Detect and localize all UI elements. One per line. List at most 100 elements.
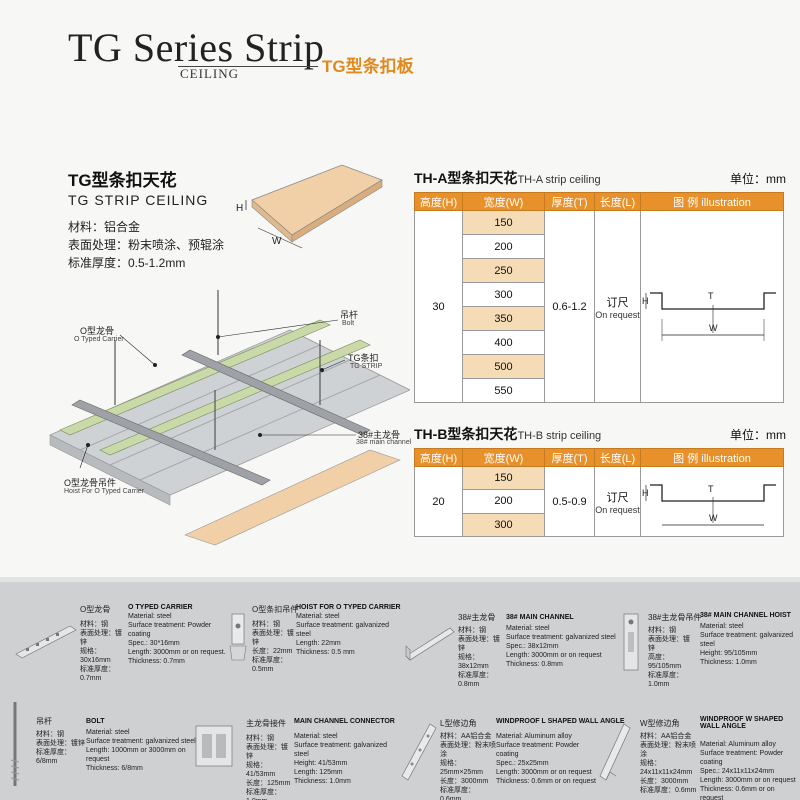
table-a-header: 图 例 illustration — [640, 192, 784, 211]
table-b-header: 宽度(W) — [462, 448, 545, 467]
table-a-header: 高度(H) — [414, 192, 463, 211]
table-b-title: TH-B型条扣天花TH-B strip ceiling — [414, 426, 602, 442]
bolt-spec-cn: 材料：钢表面处理：镀锌标准厚度：6/8mm — [36, 731, 85, 765]
table-a-thickness: 0.6-1.2 — [544, 210, 595, 403]
l-angle-image — [401, 723, 437, 781]
table-a-width: 200 — [462, 234, 545, 259]
label-carrier-en: O Typed Carrier — [74, 336, 124, 343]
table-b-width: 150 — [462, 465, 545, 491]
label-channel-en: 38# main channel — [356, 439, 412, 446]
intro-heading-en: TG STRIP CEILING — [68, 192, 209, 208]
svg-text:T: T — [708, 484, 714, 494]
svg-text:W: W — [709, 513, 718, 523]
svg-text:H: H — [642, 296, 649, 306]
l-angle-cn: L型修边角 — [440, 719, 477, 728]
w-angle-en: WINDPROOF W SHAPED WALL ANGLE — [700, 716, 784, 730]
table-b-thickness: 0.5-0.9 — [544, 466, 595, 537]
table-a-header: 厚度(T) — [544, 192, 595, 211]
o-carrier-image — [15, 625, 77, 659]
channel-hoist-en: 38# MAIN CHANNEL HOIST — [700, 612, 791, 619]
table-a-unit: 单位：mm — [730, 172, 786, 186]
o-hoist-image — [229, 613, 247, 661]
page-subtitle: CEILING — [180, 66, 239, 81]
table-b-header: 图 例 illustration — [640, 448, 784, 467]
components-panel — [0, 582, 800, 800]
table-a-height: 30 — [414, 210, 463, 403]
w-angle-image — [599, 723, 631, 781]
label-carrier-cn: O型龙骨 — [80, 326, 115, 336]
table-a-width: 350 — [462, 306, 545, 331]
table-b-illustration: H T W — [640, 466, 784, 537]
channel-hoist-cn: 38#主龙骨吊件 — [648, 613, 702, 622]
svg-text:W: W — [709, 323, 718, 333]
panel-dim-h: H — [236, 203, 244, 214]
table-a-width: 150 — [462, 210, 545, 235]
table-b-unit: 单位：mm — [730, 428, 786, 442]
table-a-width: 400 — [462, 330, 545, 355]
bolt-en: BOLT — [86, 718, 105, 725]
connector-cn: 主龙骨接件 — [246, 719, 286, 728]
table-a-width: 300 — [462, 282, 545, 307]
intro-material: 材料：铝合金 — [68, 220, 141, 234]
bolt-cn: 吊杆 — [36, 717, 52, 726]
intro-thickness: 标准厚度：0.5-1.2mm — [68, 256, 186, 270]
bottom-divider — [0, 577, 800, 583]
table-b: 高度(H) 宽度(W) 厚度(T) 长度(L) 图 例 illustration… — [414, 448, 784, 538]
label-bolt-en: Bolt — [342, 320, 355, 327]
th-b-profile-drawing: H T W — [642, 484, 776, 526]
o-hoist-cn: O型条扣吊件 — [252, 605, 299, 614]
main-channel-en: 38# MAIN CHANNEL — [506, 614, 574, 621]
label-channel-cn: 38#主龙骨 — [358, 430, 401, 440]
table-b-header: 长度(L) — [594, 448, 641, 467]
intro-surface: 表面处理：粉末喷涂、预辊涂 — [68, 238, 225, 252]
bolt-image — [10, 702, 20, 786]
svg-text:T: T — [708, 291, 714, 301]
w-angle-cn: W型修边角 — [640, 719, 680, 728]
table-b-height: 20 — [414, 466, 463, 537]
table-a-width: 500 — [462, 354, 545, 379]
table-b-width: 200 — [462, 489, 545, 514]
label-bolt-cn: 吊杆 — [340, 310, 359, 320]
table-a-width: 250 — [462, 258, 545, 283]
table-b-header: 高度(H) — [414, 448, 463, 467]
panel-dim-w: W — [272, 236, 282, 247]
l-angle-en: WINDPROOF L SHAPED WALL ANGLE — [496, 718, 625, 725]
label-hoist-en: Hoist For O Typed Carrier — [64, 488, 145, 495]
th-a-profile-drawing: H T W — [642, 291, 776, 341]
table-a-illustration: H T W — [640, 210, 784, 403]
table-a-header: 长度(L) — [594, 192, 641, 211]
label-hoist-cn: O型龙骨吊件 — [64, 478, 117, 488]
ceiling-system-diagram — [49, 290, 410, 546]
label-strip-en: TG STRIP — [350, 363, 383, 370]
label-strip-cn: TG条扣 — [348, 353, 379, 363]
table-a-header: 宽度(W) — [462, 192, 545, 211]
svg-text:H: H — [642, 488, 649, 498]
o-carrier-cn: O型龙骨 — [80, 605, 111, 614]
page-title: TG Series Strip — [68, 25, 325, 70]
table-a-width: 550 — [462, 378, 545, 403]
page-title-cn: TG型条扣板 — [322, 57, 414, 76]
o-hoist-en: HOIST FOR O TYPED CARRIER — [296, 604, 401, 611]
table-b-width: 300 — [462, 512, 545, 538]
o-carrier-en: O TYPED CARRIER — [128, 604, 193, 611]
title-underline — [178, 66, 318, 67]
connector-en: MAIN CHANNEL CONNECTOR — [294, 718, 395, 725]
main-channel-image — [405, 627, 455, 661]
connector-image — [195, 725, 233, 767]
